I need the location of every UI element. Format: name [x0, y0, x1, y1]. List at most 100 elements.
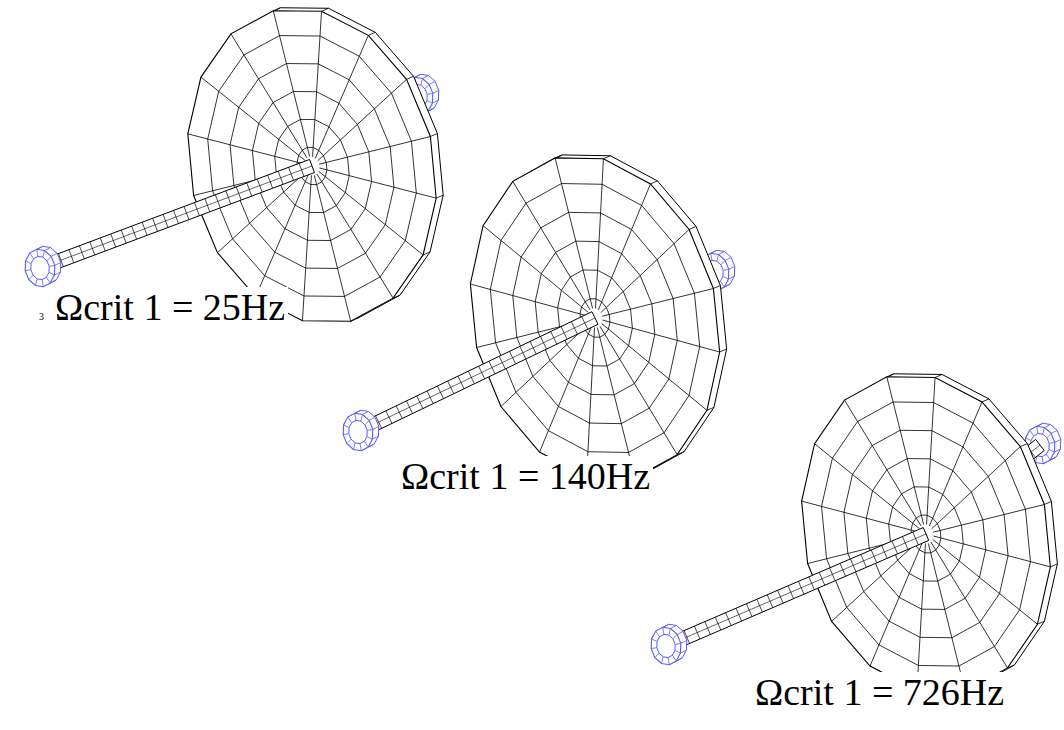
shaft-mesh — [861, 554, 867, 567]
disk-spoke — [231, 34, 307, 158]
bearing-mesh — [681, 640, 687, 643]
disk-spoke — [302, 175, 311, 320]
disk-rim-mesh — [1044, 501, 1051, 504]
disk-spoke — [600, 326, 677, 454]
bearing-mesh — [343, 433, 349, 435]
bearing-mesh — [37, 246, 43, 249]
bearing-mesh — [427, 100, 432, 103]
bearing-mesh — [364, 441, 368, 447]
disk-spoke — [313, 11, 322, 156]
bearing-front — [25, 249, 55, 286]
shaft-mesh — [417, 396, 423, 409]
shaft-mesh — [205, 199, 210, 212]
shaft-mesh — [882, 545, 888, 558]
bearing-mesh — [365, 420, 369, 424]
shaft-mesh — [715, 617, 721, 630]
disk-spoke — [933, 536, 1050, 567]
disk-rim-mesh — [436, 195, 443, 198]
shaft-line — [40, 166, 312, 268]
shaft-mesh — [427, 391, 433, 404]
bearing-mesh — [1054, 449, 1060, 452]
bearing-mesh — [26, 261, 31, 264]
critical-speed-label: Ωcrit 1 = 140Hz — [398, 456, 653, 498]
shaft-mesh — [850, 559, 856, 572]
bearing-mesh — [42, 280, 43, 287]
bearing-mesh — [675, 650, 680, 653]
shaft-mesh — [194, 203, 199, 216]
bearing-mesh — [652, 639, 657, 642]
bearing-mesh — [728, 276, 734, 279]
shaft-mesh — [694, 626, 700, 639]
disk-spoke — [931, 542, 1008, 668]
shaft-mesh — [736, 608, 742, 621]
disk-rim-mesh — [982, 399, 989, 402]
bearing-mesh — [655, 653, 659, 657]
disk-spoke — [932, 447, 1021, 529]
rotor-model — [25, 8, 443, 321]
bearing-mesh — [25, 269, 31, 271]
shaft-mesh — [247, 183, 252, 196]
bearing-mesh — [723, 276, 728, 279]
disk-spoke — [317, 174, 393, 298]
bearing-mesh — [1049, 442, 1055, 444]
bearing-bore — [349, 420, 367, 443]
bearing-mesh — [353, 443, 355, 450]
bearing-bore — [657, 634, 675, 657]
shaft-mesh — [174, 210, 179, 223]
bearing-mesh — [723, 269, 729, 271]
bearing-mesh — [423, 75, 429, 78]
shaft-mesh — [79, 246, 84, 259]
shaft-mesh — [100, 238, 105, 251]
shaft — [355, 312, 598, 439]
bearing-front — [343, 413, 373, 450]
shaft-mesh — [913, 532, 919, 545]
disk-spoke — [928, 543, 965, 691]
bearing-mesh — [1037, 423, 1043, 426]
bearing-mesh — [721, 260, 725, 264]
shaft-mesh — [111, 234, 116, 247]
bearing-mesh — [55, 262, 61, 265]
shaft-mesh — [705, 622, 711, 635]
shaft-mesh — [830, 568, 836, 581]
shaft-mesh — [520, 346, 526, 359]
disk-spoke — [887, 377, 924, 525]
disk-rim-mesh — [322, 8, 329, 11]
bearing-mesh — [347, 439, 351, 443]
bearing-mesh — [668, 658, 669, 665]
disk-spoke — [513, 181, 590, 309]
disk-spoke — [470, 284, 587, 316]
bearing-mesh — [651, 647, 657, 649]
bearing-mesh — [355, 410, 361, 413]
bearing-mesh — [429, 81, 435, 84]
bearing-mesh — [344, 425, 349, 428]
bearing-mesh — [35, 279, 37, 286]
bearing-mesh — [425, 84, 429, 88]
critical-speed-label: Ωcrit 1 = 726Hz — [752, 672, 1007, 714]
shaft-mesh — [257, 179, 262, 192]
shaft-mesh — [90, 242, 95, 255]
bearing-mesh — [1045, 424, 1051, 427]
shaft-mesh — [226, 191, 231, 204]
bearing-bore — [31, 256, 49, 279]
shaft-mesh — [299, 163, 304, 176]
shaft-mesh — [396, 406, 402, 419]
disk-spoke — [602, 320, 719, 352]
bearing-mesh — [669, 628, 671, 635]
shaft-mesh — [726, 613, 732, 626]
shaft-mesh — [163, 214, 168, 227]
bearing-mesh — [671, 625, 677, 628]
shaft-mesh — [871, 550, 877, 563]
disk-spoke — [927, 377, 936, 524]
bearing-mesh — [30, 253, 34, 259]
disk-rim-mesh — [1050, 564, 1057, 567]
bearing-mesh — [367, 429, 373, 431]
disk-rim-mesh — [650, 181, 657, 184]
bearing-mesh — [46, 277, 50, 283]
bearing-mesh — [725, 257, 731, 260]
disk-rim-mesh — [603, 156, 610, 159]
bearing-mesh — [711, 250, 717, 253]
bearing-mesh — [43, 250, 45, 257]
bearing-mesh — [1051, 430, 1057, 433]
bearing-mesh — [372, 436, 378, 439]
